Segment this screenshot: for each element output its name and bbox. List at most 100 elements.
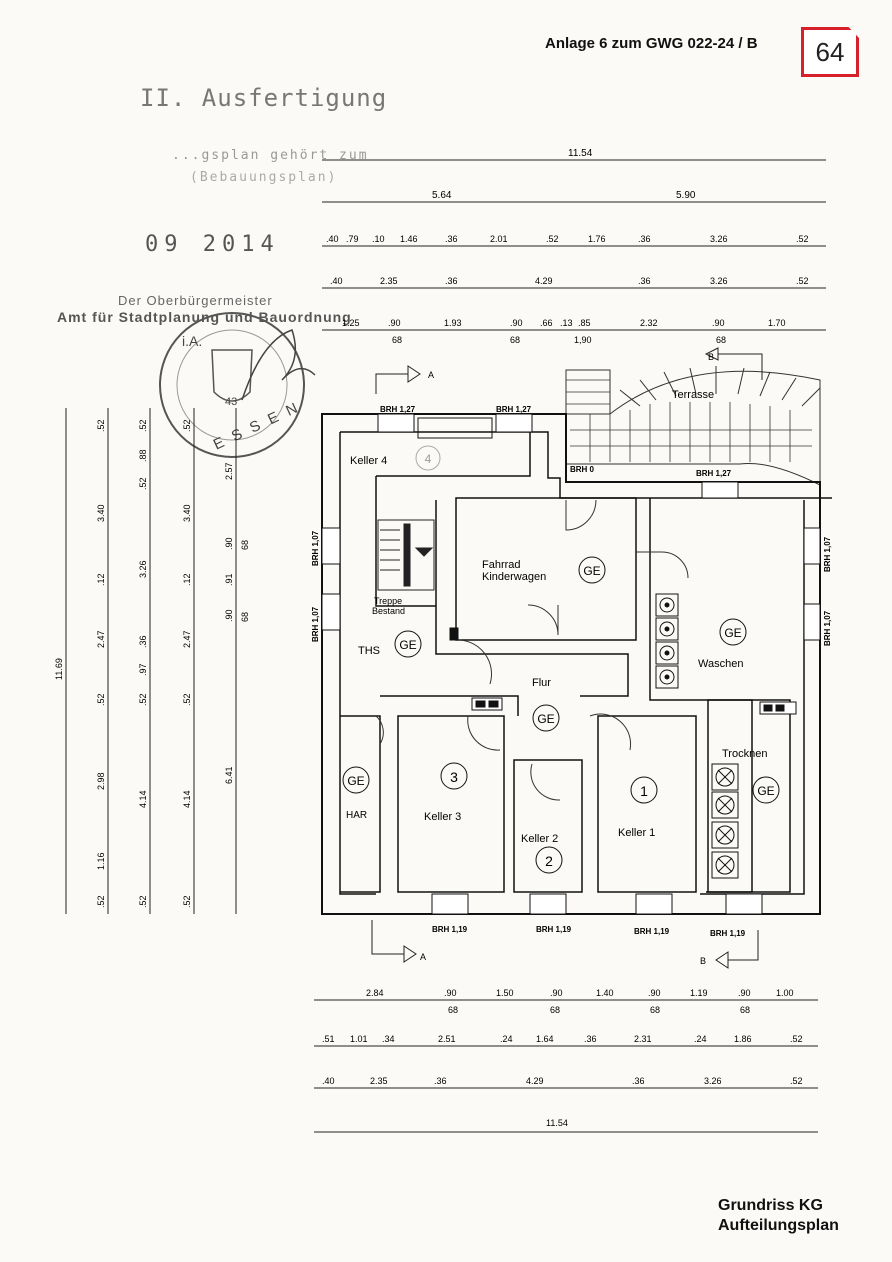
door-swings [375, 499, 689, 801]
dim-l5-6: 6.41 [224, 766, 234, 784]
staircase [377, 519, 435, 591]
window-right-lower [803, 603, 821, 641]
keller4-number: 4 [425, 452, 432, 466]
keller1-number: 1 [640, 783, 648, 799]
stamp-line2: (Bebauungsplan) [190, 170, 338, 185]
dim-bottom-row1: 2.84 .90 1.50 .90 1.40 .90 1.19 .90 1.00… [366, 988, 794, 1015]
dim-l3-1: .88 [138, 449, 148, 462]
dim-l3-3: 3.26 [138, 560, 148, 578]
room-labels: Keller 4 Treppe Bestand THS Fahrrad Kind… [346, 455, 767, 845]
dim-top-overall: 11.54 [568, 148, 593, 159]
room-ths: THS [358, 645, 380, 657]
window-top-mid [495, 413, 533, 433]
dim-b1b-2: 68 [650, 1005, 660, 1015]
dim-l3-8: .52 [138, 895, 148, 908]
dim-l5-0: 2.57 [224, 462, 234, 480]
stamp-line1: ...gsplan gehört zum [172, 148, 369, 163]
dim-l4-0: .52 [182, 419, 192, 432]
dim-top-row5: 1.25 .90 1.93 .90 .66 .13 .85 2.32 .90 1… [342, 318, 786, 345]
room-trocknen: Trocknen [722, 748, 767, 760]
dim-t3-0: .40 [326, 234, 339, 244]
dim-b1-0: 2.84 [366, 988, 384, 998]
dim-b1b-3: 68 [740, 1005, 750, 1015]
ge-har: GE [347, 774, 364, 788]
seal-number: 43 [225, 396, 237, 408]
dim-b2-5: 1.64 [536, 1034, 554, 1044]
dim-t3-4: .36 [445, 234, 458, 244]
brh-left-upper: BRH 1,07 [311, 530, 320, 566]
room-waschen: Waschen [698, 658, 743, 670]
dim-t3-5: 2.01 [490, 234, 508, 244]
building-walls [321, 413, 832, 915]
dim-l3-2: .52 [138, 477, 148, 490]
dim-b2-8: .24 [694, 1034, 707, 1044]
dim-b2-10: .52 [790, 1034, 803, 1044]
title-block: Grundriss KG Aufteilungsplan [718, 1196, 839, 1236]
dim-t3-1: .79 [346, 234, 359, 244]
dim-t4-3: 4.29 [535, 276, 553, 286]
brh-top-left: BRH 1,27 [380, 405, 416, 414]
room-treppe: Treppe [374, 596, 402, 606]
signature-mark [241, 329, 316, 401]
dim-b1-4: 1.40 [596, 988, 614, 998]
room-flur: Flur [532, 677, 551, 689]
dim-lines-left [65, 408, 237, 914]
dim-b3-4: .36 [632, 1076, 645, 1086]
room-bestand: Bestand [372, 606, 405, 616]
dim-l2-4: .52 [96, 693, 106, 706]
dim-t5b-1: 68 [510, 335, 520, 345]
dim-l2-1: 3.40 [96, 504, 106, 522]
dim-t5-5: .13 [560, 318, 573, 328]
ge-fahrrad: GE [583, 564, 600, 578]
dim-t4-4: .36 [638, 276, 651, 286]
dim-b2-3: 2.51 [438, 1034, 456, 1044]
window-right-upper [803, 527, 821, 565]
dim-b2-0: .51 [322, 1034, 335, 1044]
window-left-lower [321, 593, 341, 631]
dim-t3-7: 1.76 [588, 234, 606, 244]
dim-t5-9: 1.70 [768, 318, 786, 328]
dim-l5-2: 68 [240, 540, 250, 550]
dim-b1-1: .90 [444, 988, 457, 998]
ge-waschen: GE [724, 626, 741, 640]
seal-coat-of-arms-icon [211, 349, 253, 402]
room-keller3: Keller 3 [424, 811, 461, 823]
keller3-number: 3 [450, 769, 458, 785]
page-number-box: 64 [801, 27, 859, 77]
dim-l3-4: .36 [138, 635, 148, 648]
dim-l3-0: .52 [138, 419, 148, 432]
stamp-ausfertigung: II. Ausfertigung [140, 84, 388, 112]
dryers [711, 763, 739, 879]
dim-t3-2: .10 [372, 234, 385, 244]
ge-labels: GE GE GE GE GE GE 3 2 1 4 [347, 452, 774, 869]
dim-t5b-0: 68 [392, 335, 402, 345]
dim-b1-3: .90 [550, 988, 563, 998]
dim-lines-top [322, 159, 826, 331]
section-labels: A A B B [420, 352, 714, 966]
dim-l3-7: 4.14 [138, 790, 148, 808]
seal-inner-ring [176, 329, 288, 441]
dim-b3-1: 2.35 [370, 1076, 388, 1086]
window-bottom-4 [725, 893, 763, 915]
dim-l4-6: .52 [182, 895, 192, 908]
dim-t5b-2: 1,90 [574, 335, 592, 345]
stamp-authority2: Amt für Stadtplanung und Bauordnung [57, 309, 352, 325]
section-b-top: B [708, 352, 714, 362]
dim-b2-9: 1.86 [734, 1034, 752, 1044]
window-bottom-1 [431, 893, 469, 915]
room-kinderwagen: Kinderwagen [482, 571, 546, 583]
dim-l3-5: .97 [138, 663, 148, 676]
dim-top-right-half: 5.90 [676, 190, 696, 201]
dim-b3-2: .36 [434, 1076, 447, 1086]
dim-l2-0: .52 [96, 419, 106, 432]
dim-l2-3: 2.47 [96, 630, 106, 648]
room-keller2: Keller 2 [521, 833, 558, 845]
brh-left-lower: BRH 1,07 [311, 606, 320, 642]
official-seal [159, 312, 316, 458]
dim-b2-2: .34 [382, 1034, 395, 1044]
dim-t3-6: .52 [546, 234, 559, 244]
electrical-panels [449, 627, 797, 715]
brh-labels: BRH 1,27 BRH 1,27 BRH 0 BRH 1,27 BRH 1,0… [311, 405, 832, 938]
dim-l5-3: .91 [224, 573, 234, 586]
